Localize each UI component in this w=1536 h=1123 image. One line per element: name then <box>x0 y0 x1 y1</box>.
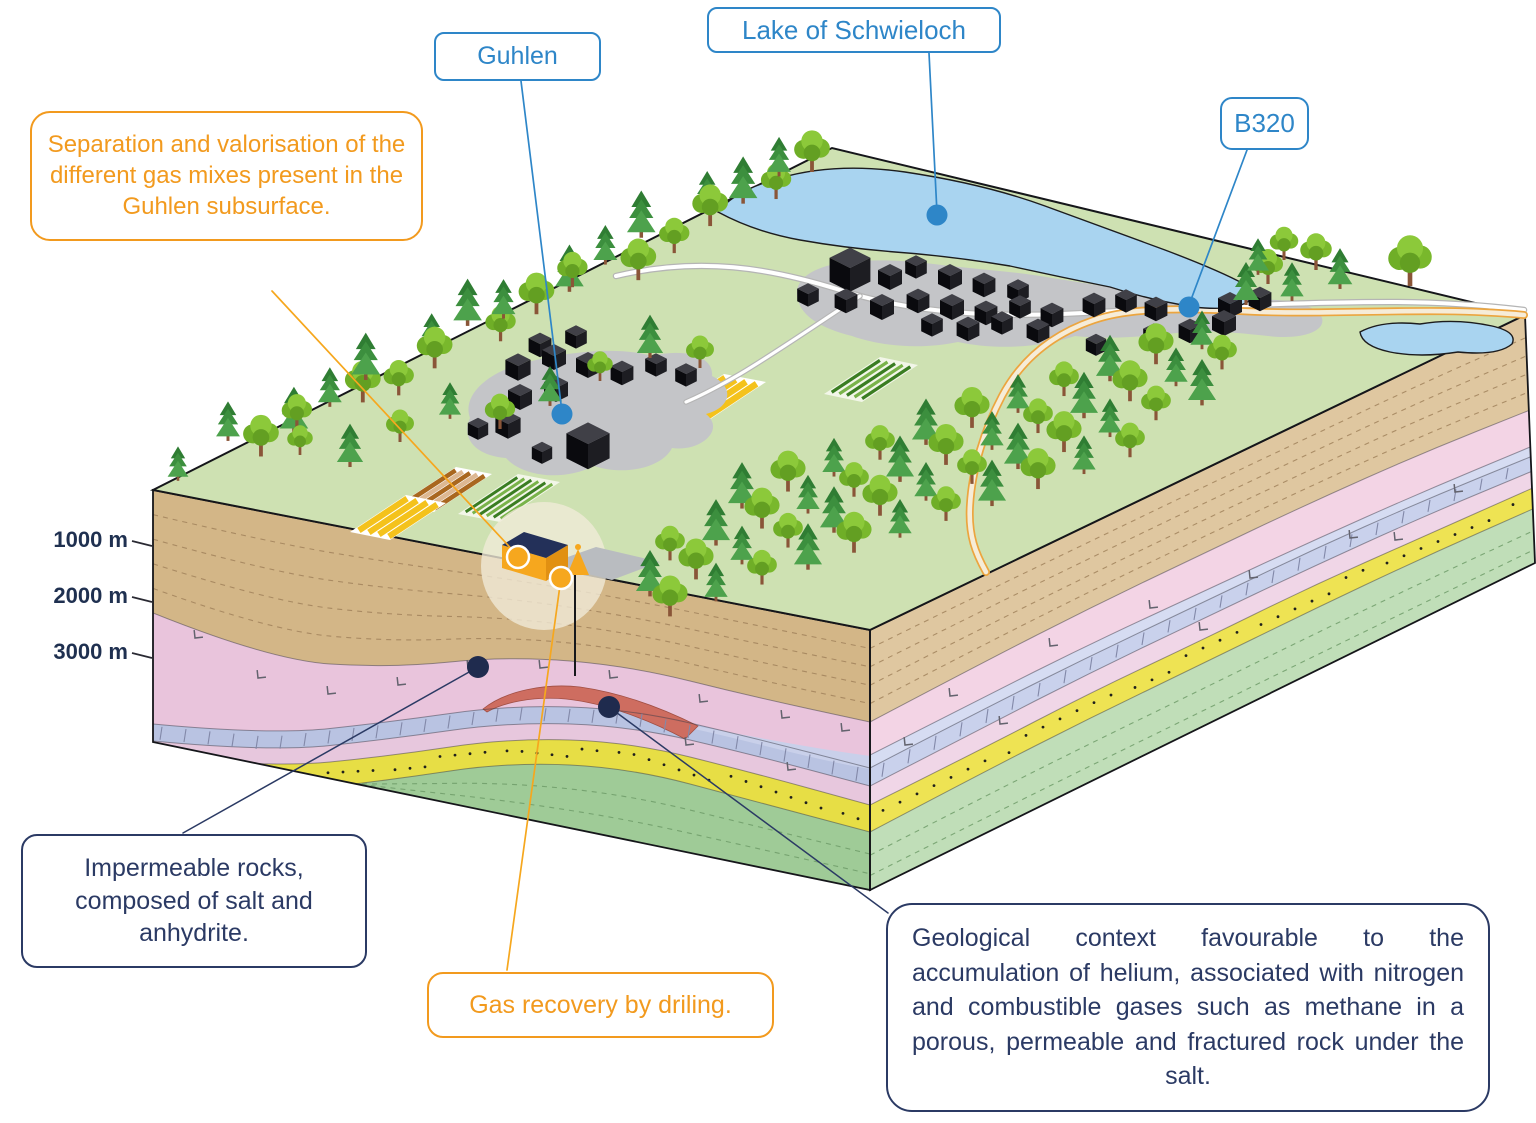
lake-connector <box>928 52 938 214</box>
guhlen-connector <box>520 80 563 413</box>
tick-1000m <box>131 540 153 547</box>
impermeable-connector <box>182 666 479 834</box>
b320-callout: B320 <box>1220 97 1309 150</box>
impermeable-callout: Impermeable rocks, composed of salt and … <box>21 834 367 968</box>
lake-marker-dot <box>926 204 948 226</box>
gas-recovery-connector <box>506 577 562 971</box>
geological-context-callout: Geological context favourable to the acc… <box>886 903 1490 1112</box>
tick-2000m <box>131 596 153 603</box>
lake-callout: Lake of Schwieloch <box>707 7 1001 53</box>
separation-marker-dot <box>505 544 531 570</box>
gas-plant-roof <box>502 532 568 558</box>
tick-3000m <box>131 652 153 659</box>
connectors <box>182 52 1248 971</box>
guhlen-marker-dot <box>551 403 573 425</box>
separation-connector <box>271 290 519 557</box>
impermeable-marker-dot <box>467 656 489 678</box>
b320-marker-dot <box>1178 296 1200 318</box>
depth-marker-3000: 3000 m <box>53 639 128 664</box>
geological-marker-dot <box>598 696 620 718</box>
village-guhlen-ground <box>467 350 728 476</box>
pond <box>1359 320 1514 356</box>
derrick-tip <box>575 544 581 550</box>
local-road-branch-center <box>684 294 862 404</box>
lake <box>716 167 1253 310</box>
gas-recovery-marker-dot <box>548 565 574 591</box>
separation-callout: Separation and valorisation of the diffe… <box>30 111 423 241</box>
derrick-cone <box>567 549 589 575</box>
depth-ticks <box>131 540 153 659</box>
b320-connector <box>1188 149 1248 306</box>
geological-connector <box>608 706 889 914</box>
guhlen-callout: Guhlen <box>434 32 601 81</box>
depth-marker-2000: 2000 m <box>53 583 128 608</box>
depth-marker-1000: 1000 m <box>53 527 128 552</box>
b320-road-center <box>967 307 1527 575</box>
gas-recovery-callout: Gas recovery by driling. <box>427 972 774 1038</box>
